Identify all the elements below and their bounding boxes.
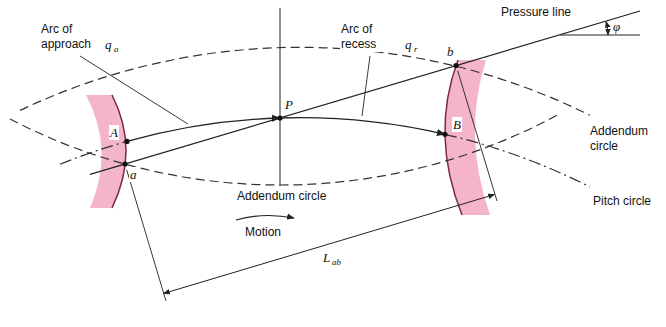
circle-label: Addendum circle — [589, 124, 663, 154]
arc-symbol: q — [404, 37, 413, 52]
arc-label: Arc of recess — [340, 22, 404, 52]
pitch-circle — [60, 141, 127, 164]
arc-of-recess — [280, 118, 445, 135]
line-label: Pressure line — [500, 5, 572, 20]
extension-line — [127, 170, 166, 301]
point-label: b — [446, 44, 455, 59]
addendum-circle — [10, 114, 560, 185]
tooth-profile — [445, 60, 462, 215]
contact-point — [122, 161, 127, 166]
leader-line — [362, 56, 370, 116]
motion-label: Motion — [244, 225, 282, 240]
center-line — [280, 8, 281, 186]
arc-subscript: a — [113, 44, 120, 54]
addendum-circle — [20, 47, 590, 115]
point-label: A — [109, 125, 119, 140]
pitch-point — [277, 115, 282, 120]
circle-label: Pitch circle — [592, 194, 652, 209]
tooth-profile — [112, 95, 126, 208]
leader-line — [80, 56, 188, 124]
arc-label: Arc of approach — [40, 22, 104, 52]
contact-point — [453, 63, 458, 68]
reference-line — [560, 35, 640, 36]
pitch-circle — [445, 134, 590, 187]
extension-line — [458, 71, 497, 201]
arc-symbol: q — [104, 37, 113, 52]
arc-of-approach — [127, 118, 280, 141]
point-label: a — [129, 167, 138, 182]
dimension-line — [164, 195, 495, 294]
motion-arrow — [236, 215, 294, 220]
point-label: B — [452, 117, 462, 132]
pressure-line — [90, 11, 640, 174]
tooth-region — [445, 60, 490, 215]
arc-subscript: r — [413, 44, 419, 54]
dimension-subscript: ab — [331, 257, 342, 267]
angle-symbol: φ — [612, 20, 621, 33]
angle-arc — [606, 21, 608, 35]
point-label: P — [284, 97, 294, 112]
circle-label: Addendum circle — [236, 189, 327, 204]
tooth-region — [86, 95, 126, 208]
contact-point — [124, 139, 129, 144]
dimension-symbol: L — [322, 250, 331, 265]
contact-point — [442, 132, 447, 137]
